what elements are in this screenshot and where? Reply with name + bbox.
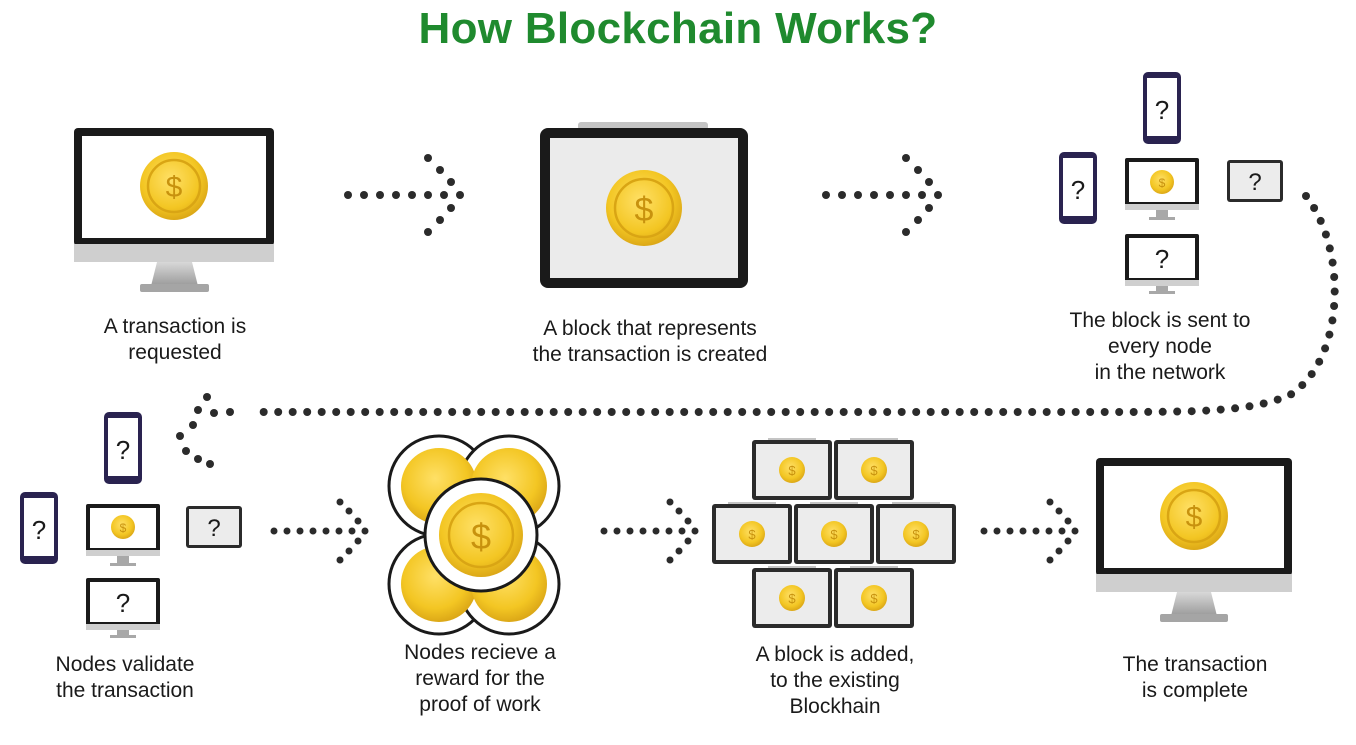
mini-block-icon: $ [752, 566, 832, 628]
phone-node-icon: ? [104, 412, 142, 484]
block-tablet-icon: $ [540, 122, 748, 288]
svg-text:?: ? [1155, 244, 1169, 274]
mini-block-icon: $ [834, 438, 914, 500]
page-title: How Blockchain Works? [418, 4, 938, 53]
blockchain-grid-icon: $ $ $ $ $ $ $ [712, 438, 956, 628]
dotted-arrow-icon [270, 498, 369, 564]
svg-text:$: $ [912, 527, 920, 542]
mini-block-icon: $ [712, 502, 792, 564]
coin-icon: $ [140, 152, 208, 220]
dotted-arrow-icon [600, 498, 699, 564]
mini-block-icon: $ [834, 566, 914, 628]
svg-text:$: $ [1159, 176, 1166, 190]
svg-text:$: $ [870, 591, 878, 606]
svg-text:?: ? [116, 435, 130, 465]
monitor-icon: $ [1096, 458, 1292, 622]
dotted-arrow-icon [822, 154, 942, 236]
step-7-caption: The transaction is complete [1122, 653, 1268, 702]
svg-text:$: $ [870, 463, 878, 478]
svg-text:?: ? [1248, 169, 1261, 196]
mini-block-icon: $ [876, 502, 956, 564]
svg-text:?: ? [116, 588, 130, 618]
svg-text:$: $ [120, 521, 127, 535]
svg-text:?: ? [207, 515, 220, 542]
step-3-caption: The block is sent to every node in the n… [1069, 309, 1251, 384]
svg-text:$: $ [471, 516, 491, 557]
phone-node-icon: ? [1059, 152, 1097, 224]
network-nodes-icon: ? ? $ ? ? [1059, 72, 1283, 294]
reward-coins-icon: $ [387, 434, 561, 636]
svg-text:?: ? [32, 515, 46, 545]
phone-node-icon: ? [20, 492, 58, 564]
monitor-node-icon: $ [86, 504, 160, 566]
mini-block-icon: $ [752, 438, 832, 500]
monitor-node-icon: ? [1125, 234, 1199, 294]
validating-nodes-icon: ? ? $ ? ? [20, 412, 242, 638]
tablet-node-icon: ? [1227, 160, 1283, 202]
monitor-node-icon: ? [86, 578, 160, 638]
svg-text:$: $ [788, 591, 796, 606]
monitor-node-icon: $ [1125, 158, 1199, 220]
dotted-arrow-icon [344, 154, 464, 236]
step-6-caption: A block is added, to the existing Blockh… [755, 643, 915, 718]
svg-text:$: $ [1186, 501, 1203, 534]
svg-text:?: ? [1071, 175, 1085, 205]
svg-text:$: $ [635, 191, 654, 229]
coin-icon: $ [606, 170, 682, 246]
coin-icon: $ [1160, 482, 1228, 550]
dotted-arrow-icon [980, 498, 1079, 564]
svg-text:$: $ [830, 527, 838, 542]
svg-text:$: $ [788, 463, 796, 478]
mini-block-icon: $ [794, 502, 874, 564]
coin-icon: $ [439, 493, 523, 577]
svg-text:?: ? [1155, 95, 1169, 125]
tablet-node-icon: ? [186, 506, 242, 548]
phone-node-icon: ? [1143, 72, 1181, 144]
step-2-caption: A block that represents the transaction … [532, 317, 768, 366]
step-1-caption: A transaction is requested [103, 315, 247, 364]
step-5-caption: Nodes recieve a reward for the proof of … [404, 641, 556, 716]
monitor-icon: $ [74, 128, 274, 292]
step-4-caption: Nodes validate the transaction [55, 653, 195, 702]
svg-text:$: $ [166, 171, 183, 204]
svg-text:$: $ [748, 527, 756, 542]
